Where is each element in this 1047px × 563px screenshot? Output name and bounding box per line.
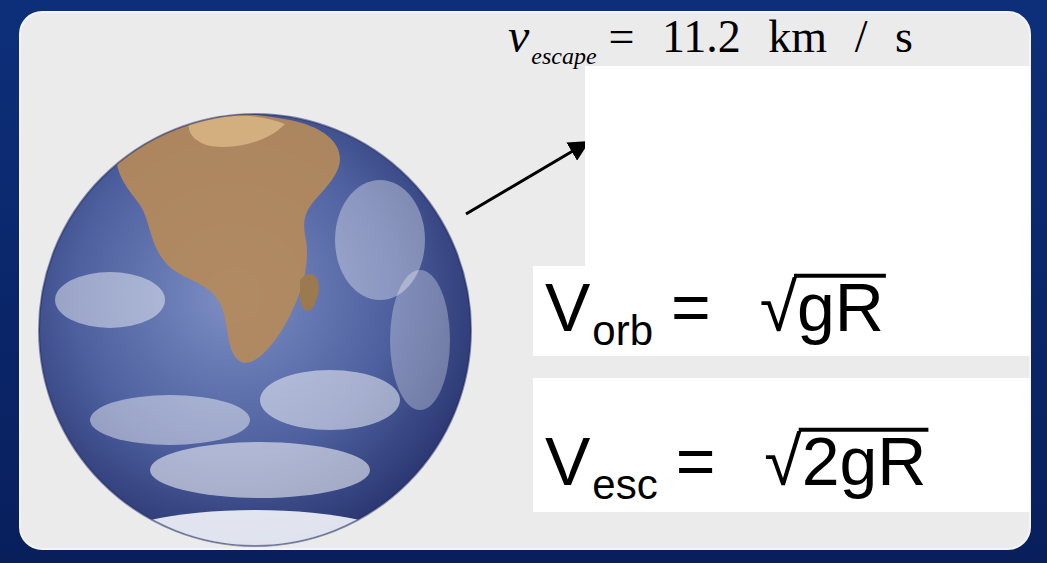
escape-speed-value: vescape= 11.2 km / s xyxy=(508,8,913,63)
orbital-speed-formula: Vorb= √gR xyxy=(545,268,884,346)
velocity-subscript: escape xyxy=(531,43,596,70)
velocity-symbol: V xyxy=(545,422,590,500)
pointer-arrow xyxy=(466,142,588,214)
speed-value: = 11.2 km / s xyxy=(609,10,913,63)
content-panel xyxy=(20,12,1030,549)
velocity-symbol: v xyxy=(508,8,529,63)
escape-speed-formula: Vesc= √2gR xyxy=(545,422,926,500)
velocity-subscript: orb xyxy=(592,307,653,355)
velocity-subscript: esc xyxy=(592,461,657,509)
velocity-symbol: V xyxy=(545,268,590,346)
formula-body: = √2gR xyxy=(676,422,927,500)
formula-panels xyxy=(533,66,1030,512)
earth-picture xyxy=(39,113,471,563)
formula-body: = √gR xyxy=(671,268,884,346)
